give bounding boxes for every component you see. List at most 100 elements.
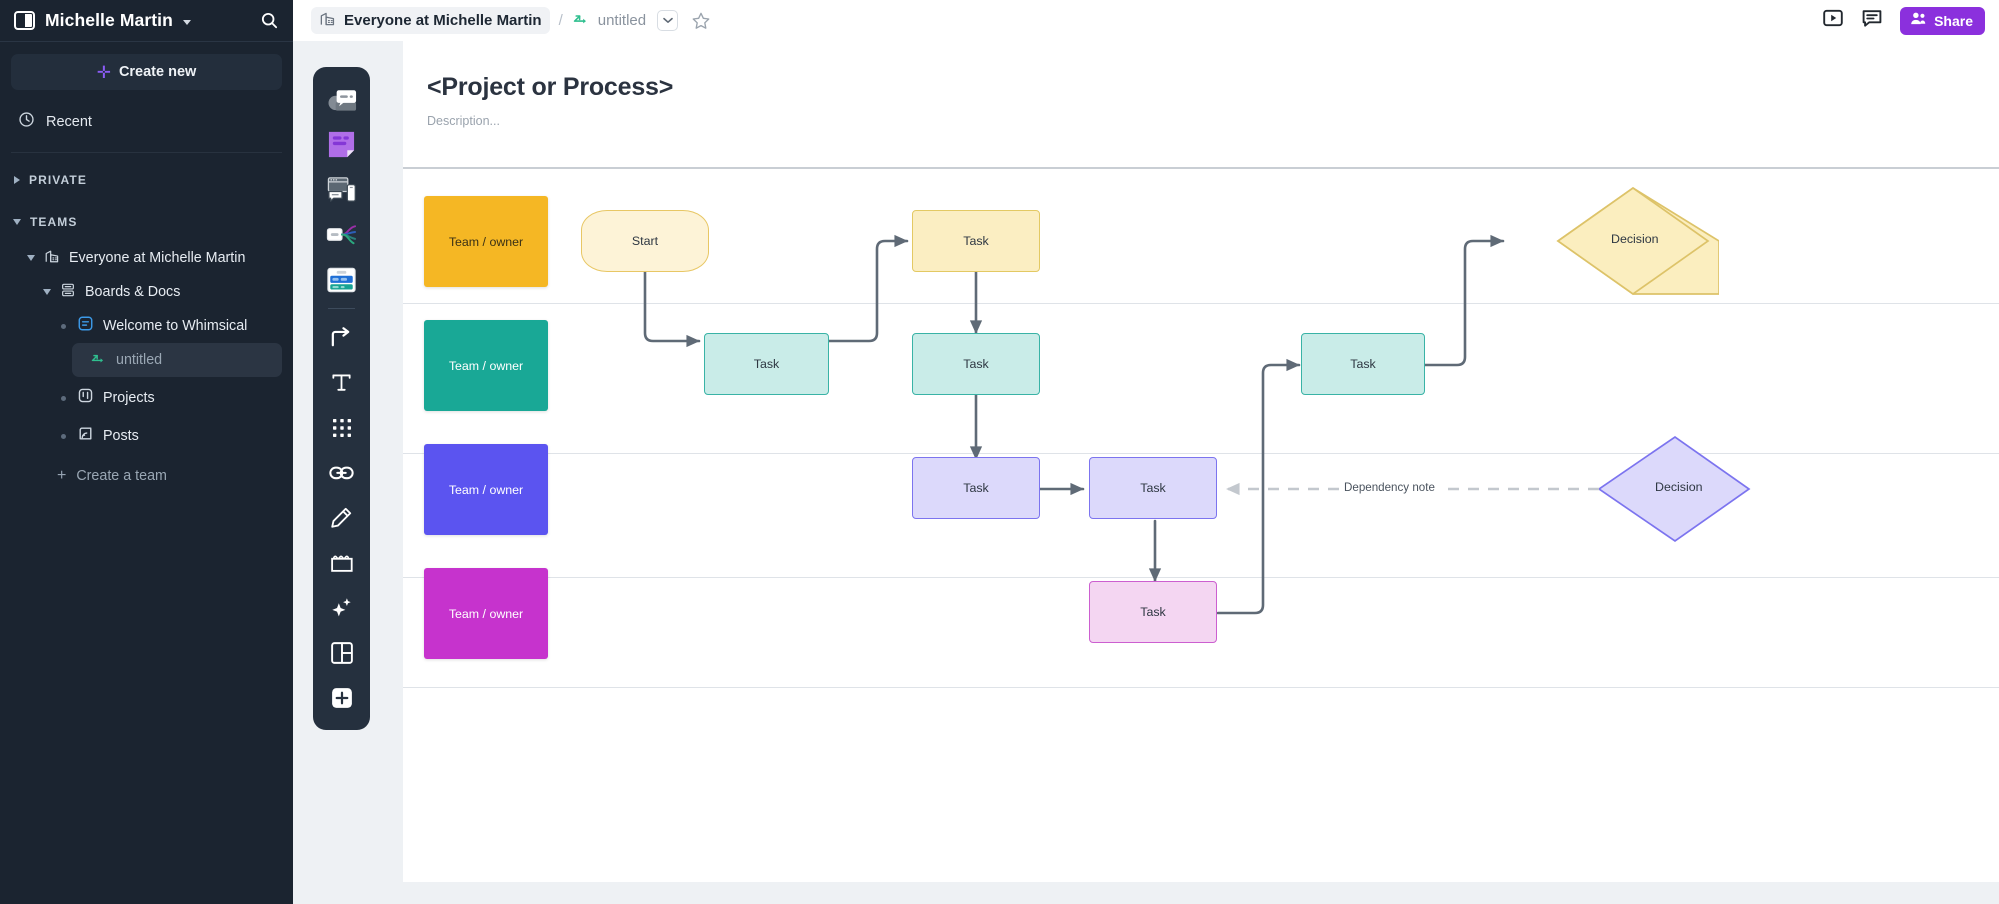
tree-label: Posts [103, 428, 139, 444]
sidebar-item-untitled[interactable]: untitled [72, 343, 282, 377]
chevron-down-icon[interactable] [43, 289, 51, 295]
share-label: Share [1934, 12, 1973, 29]
sidebar-item-welcome-to-whimsical[interactable]: Welcome to Whimsical [11, 309, 282, 343]
bullet-dot-icon [61, 395, 66, 401]
cursor-comment-icon[interactable] [319, 77, 364, 122]
share-button[interactable]: Share [1900, 6, 1985, 35]
file-menu-chevron-down-icon[interactable] [657, 10, 679, 31]
bullet-dot-icon [61, 433, 66, 439]
chevron-down-icon[interactable] [27, 255, 35, 261]
team-building-icon [319, 10, 336, 32]
node-task-4[interactable]: Task [1301, 333, 1425, 395]
present-play-icon[interactable] [1822, 7, 1844, 34]
create-new-button[interactable]: ✛ Create new [11, 54, 282, 90]
star-outline-icon[interactable] [691, 11, 711, 31]
link-chain-icon[interactable] [319, 450, 364, 495]
tree-label: Everyone at Michelle Martin [69, 250, 246, 266]
node-task-1[interactable]: Task [912, 210, 1040, 272]
breadcrumb-team[interactable]: Everyone at Michelle Martin [311, 7, 550, 34]
bullet-dot-icon [61, 323, 66, 329]
doc-icon [77, 315, 94, 337]
tree-label: Projects [103, 390, 155, 406]
main-area: Everyone at Michelle Martin / untitled [293, 0, 1999, 904]
chevron-down-icon [13, 219, 21, 225]
lane-divider-3 [403, 577, 1999, 578]
sidebar-section-private[interactable]: PRIVATE [0, 165, 293, 195]
people-icon [1910, 11, 1927, 31]
sidebar-section-teams[interactable]: TEAMS [0, 207, 293, 237]
canvas-toolbar [313, 67, 370, 730]
arrow-connector-icon[interactable] [319, 315, 364, 360]
chevron-down-icon[interactable] [182, 19, 191, 25]
node-label: Task [963, 357, 989, 371]
node-decision-1[interactable]: Decision [1503, 186, 1719, 296]
node-label: Task [753, 357, 780, 371]
node-label: Task [963, 481, 989, 495]
lane-divider-top [403, 167, 1999, 169]
posts-icon [77, 425, 94, 447]
breadcrumb-file-label: untitled [597, 12, 647, 29]
lane-label: Team / owner [448, 234, 524, 249]
node-task-2[interactable]: Task [704, 333, 829, 395]
node-task-5[interactable]: Task [912, 457, 1040, 519]
create-team-button[interactable]: + Create a team [11, 459, 282, 493]
plus-square-icon[interactable] [319, 675, 364, 720]
sidebar-item-projects[interactable]: Projects [11, 381, 282, 415]
section-label-private: PRIVATE [29, 173, 87, 187]
create-team-label: Create a team [76, 468, 167, 484]
recent-label: Recent [46, 114, 92, 130]
boards-docs-icon [60, 282, 76, 303]
page-title[interactable]: <Project or Process> [427, 73, 674, 101]
lane-header-4[interactable]: Team / owner [424, 568, 548, 659]
mindmap-icon[interactable] [319, 212, 364, 257]
sticky-note-icon[interactable] [319, 122, 364, 167]
sidebar-item-everyone-at-michelle-martin[interactable]: Everyone at Michelle Martin [11, 241, 282, 275]
lane-label: Team / owner [448, 358, 524, 373]
page-description[interactable]: Description... [427, 114, 500, 128]
sidebar-item-boards-and-docs[interactable]: Boards & Docs [11, 275, 282, 309]
node-task-7[interactable]: Task [1089, 581, 1217, 643]
sparkles-icon[interactable] [319, 585, 364, 630]
dots-grid-icon[interactable] [319, 405, 364, 450]
board-area[interactable]: <Project or Process> Description... Team… [293, 41, 1999, 904]
node-label: Decision [1655, 480, 1703, 494]
breadcrumb-file[interactable]: untitled [572, 9, 646, 32]
dependency-note-label: Dependency note [1339, 481, 1440, 494]
pencil-icon[interactable] [319, 495, 364, 540]
plus-icon: + [57, 467, 67, 484]
layout-panels-icon[interactable] [319, 630, 364, 675]
divider [11, 152, 282, 153]
team-building-icon [44, 248, 60, 269]
workspace-header[interactable]: Michelle Martin [0, 0, 293, 41]
section-label-teams: TEAMS [30, 215, 78, 229]
search-icon[interactable] [260, 11, 279, 30]
node-task-6[interactable]: Task [1089, 457, 1217, 519]
lane-header-3[interactable]: Team / owner [424, 444, 548, 535]
lane-header-1[interactable]: Team / owner [424, 196, 548, 287]
topbar: Everyone at Michelle Martin / untitled [293, 0, 1999, 41]
topbar-actions: Share [1822, 6, 1985, 35]
sidebar-item-posts[interactable]: Posts [11, 419, 282, 453]
diagram-canvas[interactable]: <Project or Process> Description... Team… [403, 41, 1999, 882]
lane-header-2[interactable]: Team / owner [424, 320, 548, 411]
clock-icon [18, 111, 35, 133]
create-new-label: Create new [118, 64, 197, 80]
wireframe-icon[interactable] [319, 167, 364, 212]
node-label: Start [631, 234, 659, 248]
breadcrumb-separator: / [558, 12, 563, 29]
sidebar: Michelle Martin ✛ Create new Recent [0, 0, 293, 904]
lane-divider-1 [403, 303, 1999, 304]
plus-icon: ✛ [96, 62, 111, 82]
frame-icon[interactable] [319, 540, 364, 585]
tree-label: untitled [116, 352, 163, 368]
sidebar-item-recent[interactable]: Recent [11, 106, 282, 138]
comment-icon[interactable] [1861, 7, 1883, 34]
node-label: Task [1350, 357, 1376, 371]
flowchart-board-icon[interactable] [319, 257, 364, 302]
text-t-icon[interactable] [319, 360, 364, 405]
node-start[interactable]: Start [581, 210, 709, 272]
tree-label: Boards & Docs [85, 284, 181, 300]
node-decision-2[interactable]: Decision [1599, 435, 1819, 543]
node-task-3[interactable]: Task [912, 333, 1040, 395]
